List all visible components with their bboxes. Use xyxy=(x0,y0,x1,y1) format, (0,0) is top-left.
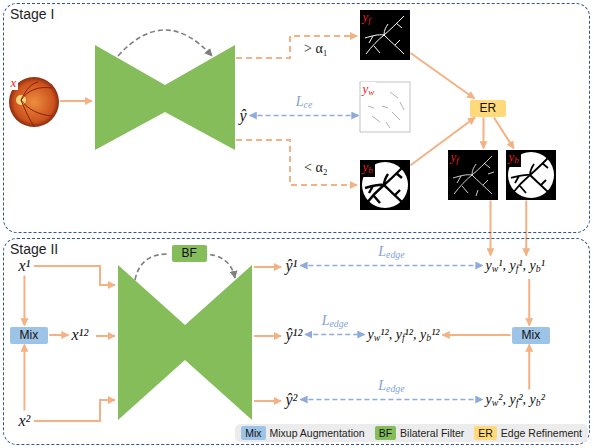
target-triple: yw², yf², yb² xyxy=(484,391,547,412)
legend-text: Bilateral Filter xyxy=(400,427,464,439)
math-label: ŷ² xyxy=(286,391,298,408)
math-label: yw¹, yf¹, yb¹ xyxy=(486,258,545,273)
threshold-label: > α₁ xyxy=(304,41,328,57)
fundus-photo xyxy=(8,76,60,128)
math-label: yb xyxy=(507,150,521,167)
flow-arrow xyxy=(490,201,492,256)
math-label: ŷ xyxy=(240,107,247,124)
flow-arrow xyxy=(49,334,68,336)
loss-label: Lce xyxy=(295,94,314,113)
vessel-map-b xyxy=(360,160,410,210)
box-label: Mix xyxy=(522,328,541,342)
flow-arrow xyxy=(23,345,25,411)
legend-swatch: Mix xyxy=(241,426,265,440)
image-map: yw xyxy=(360,82,410,132)
math-label: yf xyxy=(449,150,461,167)
math-label: ŷ¹ xyxy=(286,257,298,274)
math-term: x¹² xyxy=(70,326,91,344)
image-map: yb xyxy=(506,150,556,200)
legend-text: Edge Refinement xyxy=(501,427,582,439)
image-map: yf xyxy=(360,10,410,60)
flow-arrow xyxy=(443,334,511,336)
loss-connector xyxy=(250,115,359,117)
math-label: ŷ¹² xyxy=(286,326,303,343)
legend-swatch: ER xyxy=(474,426,497,440)
math-label: x¹ xyxy=(19,257,31,274)
encoder-decoder xyxy=(118,254,252,420)
threshold-branch xyxy=(236,36,357,58)
stage-title: Stage II xyxy=(10,241,58,257)
math-label: yw xyxy=(361,82,377,99)
module-box: Mix xyxy=(512,327,551,344)
threshold-label: < α₂ xyxy=(304,160,328,176)
loss-label: Ledge xyxy=(377,244,405,263)
image-map: yf xyxy=(448,150,498,200)
legend: Mix Mixup Augmentation BF Bilateral Filter E… xyxy=(235,424,588,442)
math-label: yb xyxy=(361,160,375,177)
math-term: x¹ xyxy=(17,257,33,275)
flow-arrow xyxy=(494,118,514,149)
flow-arrow xyxy=(525,201,527,256)
flow-arrow xyxy=(483,118,485,149)
stage-region: Stage IIx¹ Mix x² x¹² BF ŷ¹ ŷ¹² ŷ² yw¹, yf¹, yb¹… xyxy=(3,238,590,445)
math-label: yw², yf², yb² xyxy=(486,392,545,407)
stage-region: Stage I x ŷ yf yw yb ER yf yb xyxy=(3,3,590,233)
refined-map-f xyxy=(448,150,498,200)
loss-connector xyxy=(300,399,482,401)
loss-label: Ledge xyxy=(321,313,349,332)
swatch-label: BF xyxy=(379,427,392,439)
box-label: BF xyxy=(182,246,197,260)
module-box: BF xyxy=(172,245,207,262)
math-term: ŷ² xyxy=(284,391,300,409)
box-label: Mix xyxy=(20,328,39,342)
input-arrows xyxy=(34,266,115,421)
module-box: Mix xyxy=(10,327,49,344)
threshold-branch xyxy=(236,140,357,185)
math-term: ŷ xyxy=(238,107,249,125)
refined-map-b xyxy=(506,150,556,200)
math-label: x xyxy=(9,76,19,90)
legend-text: Mixup Augmentation xyxy=(270,427,365,439)
output-arrows xyxy=(254,267,281,401)
image-map: yb xyxy=(360,160,410,210)
loss-connector xyxy=(300,265,482,267)
module-box: ER xyxy=(470,100,507,117)
loss-label: Ledge xyxy=(377,378,405,397)
math-term: ŷ¹ xyxy=(284,257,300,275)
swatch-label: Mix xyxy=(245,427,261,439)
flow-arrow xyxy=(528,345,530,390)
math-label: x¹² xyxy=(72,326,89,343)
box-label: ER xyxy=(480,101,497,115)
encoder-decoder xyxy=(95,30,235,150)
loss-connector xyxy=(305,334,364,336)
stage-title: Stage I xyxy=(10,6,54,22)
target-triple: yw¹², yf¹², yb¹² xyxy=(366,326,442,347)
math-label: yw¹², yf¹², yb¹² xyxy=(368,327,440,342)
swatch-label: ER xyxy=(478,427,493,439)
target-triple: yw¹, yf¹, yb¹ xyxy=(484,257,547,278)
vessel-map-w xyxy=(360,82,410,132)
image-map: x xyxy=(8,76,60,128)
legend-swatch: BF xyxy=(375,426,396,440)
math-label: x² xyxy=(19,412,31,429)
math-term: x² xyxy=(17,412,33,430)
flow-arrow xyxy=(411,53,475,99)
flow-arrow xyxy=(528,279,530,326)
flow-arrow xyxy=(411,118,476,166)
math-term: ŷ¹² xyxy=(284,326,305,344)
flow-arrow xyxy=(23,276,25,326)
input-arrow xyxy=(60,100,92,102)
vessel-map-f xyxy=(360,10,410,60)
math-label: yf xyxy=(361,10,373,27)
